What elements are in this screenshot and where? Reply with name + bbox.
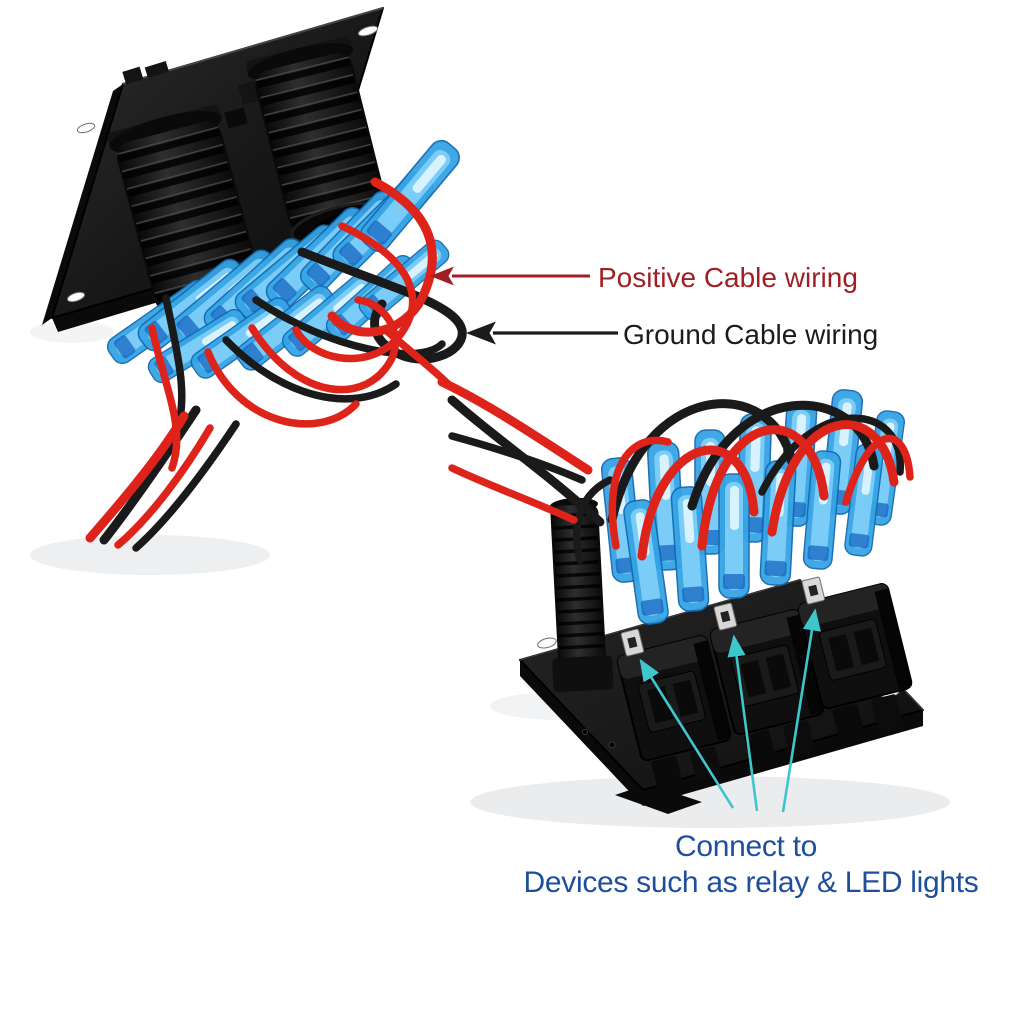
connect-annotation: Connect to Devices such as relay & LED l… (524, 608, 979, 899)
ground-annotation: Ground Cable wiring (466, 319, 878, 350)
connect-label-line1: Connect to (675, 830, 817, 863)
positive-label: Positive Cable wiring (598, 262, 858, 293)
connect-arrow-icon-3 (781, 608, 821, 813)
screw-hole (66, 291, 86, 303)
wires-top-red (85, 177, 452, 549)
screw-hole (76, 122, 96, 134)
positive-arrow-icon (430, 266, 454, 286)
wires-top-black (99, 247, 467, 552)
connect-arrow-icon-1 (639, 658, 735, 809)
connect-arrow-icon-2 (727, 634, 759, 812)
ground-label: Ground Cable wiring (623, 319, 878, 350)
positive-annotation: Positive Cable wiring (430, 262, 858, 293)
top-panel-photo (30, 7, 467, 575)
ground-arrow-icon (466, 321, 496, 345)
bottom-panel-photo (437, 377, 950, 828)
screw-hole (357, 25, 379, 37)
connect-label-line2: Devices such as relay & LED lights (524, 866, 979, 899)
wires-bottom-red (437, 377, 914, 561)
screw-hole (537, 637, 557, 649)
